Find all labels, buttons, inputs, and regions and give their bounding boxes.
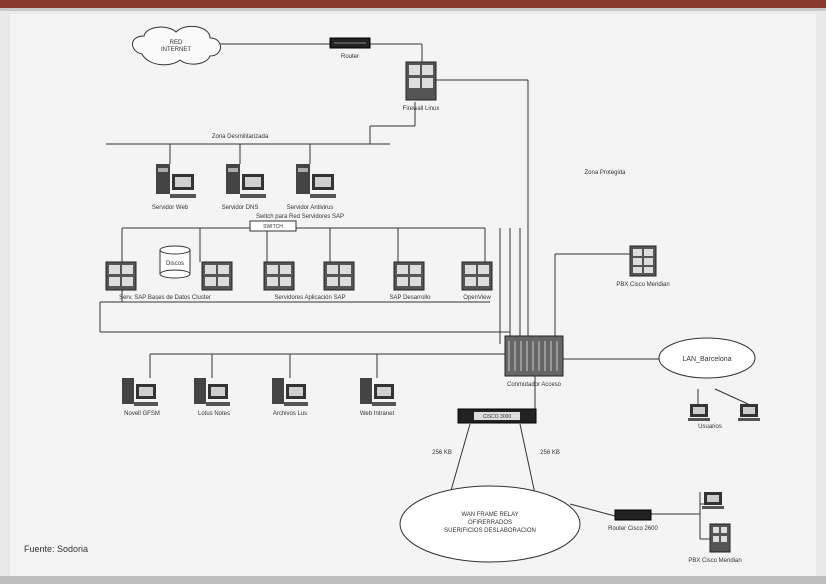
- user-pc-b-icon: [738, 404, 760, 421]
- web-server-icon: [156, 164, 196, 198]
- web-intranet-server-icon: [360, 378, 396, 406]
- antivirus-server-label: Servidor Antivirus: [287, 205, 334, 211]
- internet-cloud-icon: [132, 25, 221, 66]
- network-diagram: RED INTERNET Router Firewall Linux Zona …: [99, 25, 760, 564]
- wan-label-line2: OFIRERRADOS: [468, 520, 512, 526]
- remote-pbx-label: PBX Cisco Meridian: [688, 558, 741, 564]
- page-top-border: [0, 0, 826, 8]
- source-caption: Fuente: Sodoria: [24, 544, 89, 554]
- sap-app-server-a-icon: [263, 261, 295, 291]
- web-intranet-label: Web Intranet: [360, 411, 395, 417]
- remote-pbx-icon: [709, 523, 731, 553]
- firewall-icon: [405, 61, 437, 101]
- pbx-label: PBX Cisco Meridian: [616, 282, 669, 288]
- sap-app-label: Servidores Aplicación SAP: [274, 295, 345, 301]
- wan-ellipse: [399, 485, 581, 563]
- wan-label-line1: WAN FRAME RELAY: [461, 512, 518, 518]
- bandwidth-right-label: 256 KB: [540, 450, 560, 456]
- lan-ellipse: [658, 337, 756, 379]
- lotus-label: Lotus Notes: [198, 411, 230, 417]
- archivos-server-icon: [272, 378, 308, 406]
- disk-storage-label: Discos: [166, 261, 184, 267]
- dns-server-label: Servidor DNS: [222, 205, 259, 211]
- lan-label: LAN_Barcelona: [682, 356, 731, 363]
- protected-zone-label: Zona Protegida: [584, 170, 626, 176]
- sap-dev-server-icon: [393, 261, 425, 291]
- sap-app-server-b-icon: [323, 261, 355, 291]
- disk-storage-icon: [159, 245, 191, 279]
- novell-label: Novell GFSM: [124, 411, 160, 417]
- page-bottom-border: [0, 576, 826, 584]
- internet-label-line1: RED: [170, 40, 183, 46]
- remote-router-label: Router Cisco 2600: [608, 526, 658, 532]
- antivirus-server-icon: [296, 164, 336, 198]
- cisco-router-icon: [457, 408, 537, 424]
- dmz-label: Zona Desmilitarizada: [212, 134, 269, 140]
- router-icon: [329, 37, 371, 49]
- remote-pc-icon: [702, 492, 724, 509]
- sap-db-server-a-icon: [105, 261, 137, 291]
- router-label: Router: [341, 54, 359, 60]
- sap-switch-icon: [249, 220, 297, 232]
- sap-switch-label: Switch para Red Servidores SAP: [256, 214, 344, 220]
- sap-cluster-label: Serv. SAP Bases de Datos Cluster: [119, 295, 211, 301]
- wan-label-line3: SUERIFICIOS DESLABORACION: [444, 528, 536, 534]
- access-switch-icon: [504, 335, 564, 377]
- access-switch-label: Conmutador Acceso: [507, 382, 562, 388]
- novell-server-icon: [122, 378, 158, 406]
- sap-dev-label: SAP Desarrollo: [390, 295, 432, 301]
- sap-switch-box-label: SWITCH: [263, 224, 283, 230]
- internet-label-line2: INTERNET: [161, 47, 191, 53]
- lotus-server-icon: [194, 378, 230, 406]
- pbx-icon: [629, 245, 657, 277]
- sap-db-server-b-icon: [201, 261, 233, 291]
- openview-server-icon: [461, 261, 493, 291]
- network-links: [99, 43, 749, 540]
- web-server-label: Servidor Web: [152, 205, 189, 211]
- bandwidth-left-label: 256 KB: [432, 450, 452, 456]
- openview-label: OpenView: [463, 295, 491, 301]
- archivos-label: Archivos Lus: [273, 411, 307, 417]
- cisco-router-label: CISCO 3000: [483, 414, 512, 420]
- dns-server-icon: [226, 164, 266, 198]
- remote-router-icon: [614, 509, 652, 521]
- users-label: Usuarios: [698, 424, 722, 430]
- user-pc-a-icon: [688, 404, 710, 421]
- page-top-rule: [0, 8, 826, 11]
- firewall-label: Firewall Linux: [403, 106, 440, 112]
- network-diagram-page: RED INTERNET Router Firewall Linux Zona …: [10, 14, 816, 576]
